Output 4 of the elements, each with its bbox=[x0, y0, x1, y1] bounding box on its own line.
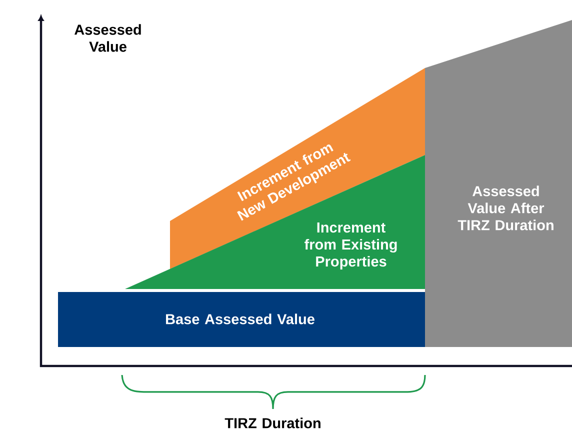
base-value-bar: Base Assessed Value bbox=[58, 292, 425, 347]
axis-label: Assessed Value bbox=[74, 24, 141, 52]
bracket-label: TIRZ Duration bbox=[224, 418, 320, 428]
after-value-area: Assessed Value After TIRZ Duration bbox=[425, 20, 572, 347]
